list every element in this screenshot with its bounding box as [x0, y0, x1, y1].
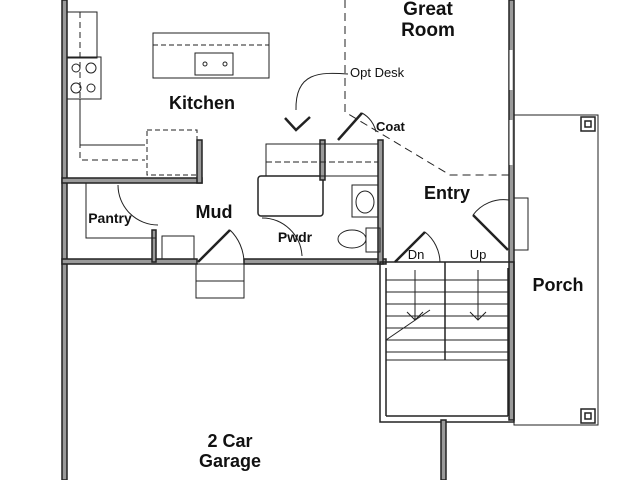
stair-enclosure	[379, 261, 515, 423]
stairs-up-label: Up	[469, 247, 487, 262]
powder-room-wall	[257, 175, 324, 217]
toilet	[337, 229, 367, 249]
pantry-label: Pantry	[88, 210, 132, 226]
porch-post	[580, 116, 596, 132]
sink	[351, 184, 379, 218]
kitchen-island	[152, 32, 270, 79]
mud-label: Mud	[195, 202, 233, 222]
peninsula	[146, 129, 198, 176]
garage-top-wall	[61, 258, 198, 265]
great-room-label: Great Room	[401, 0, 455, 41]
upper-cabinet	[66, 11, 98, 59]
great-room-boundary	[344, 0, 509, 176]
coat-label: Coat	[376, 119, 405, 134]
porch-post	[580, 408, 596, 424]
stove	[66, 56, 102, 100]
entry-door-jamb	[513, 197, 529, 251]
opt-desk-counter	[265, 143, 379, 177]
kitchen-label: Kitchen	[168, 93, 235, 113]
garage-right-wall	[440, 419, 447, 480]
entry-label: Entry	[423, 183, 470, 203]
left-exterior-wall	[61, 0, 68, 480]
stairs-down-label: Dn	[407, 247, 425, 262]
kitchen-wall	[61, 177, 203, 184]
porch-outline	[513, 114, 599, 426]
opt-desk-label: Opt Desk	[350, 65, 405, 80]
pwdr-label: Pwdr	[277, 229, 313, 245]
porch-label: Porch	[532, 275, 584, 295]
